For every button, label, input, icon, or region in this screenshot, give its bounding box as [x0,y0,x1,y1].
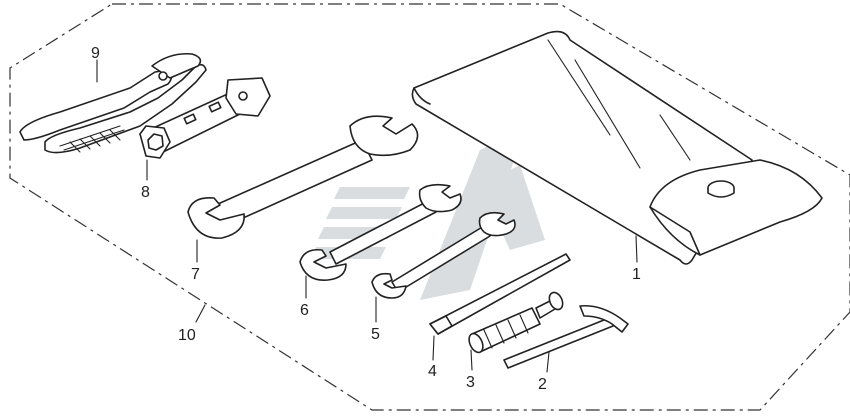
screwdriver-handle-drawing [468,291,564,354]
callout-9: 9 [91,45,100,62]
callout-10: 10 [178,327,196,344]
callout-3: 3 [466,374,475,391]
callout-5: 5 [371,326,380,343]
callout-2: 2 [538,376,547,393]
callout-7: 7 [191,266,200,283]
screwdriver-bit-drawing [429,253,571,335]
callout-labels: 1 2 3 4 5 6 7 8 9 10 [91,45,641,393]
callout-6: 6 [300,302,309,319]
callout-4: 4 [428,363,437,380]
callout-1: 1 [632,266,641,283]
tool-bag-drawing [411,30,823,265]
hex-key-drawing [503,304,629,369]
callout-8: 8 [141,184,150,201]
box-wrench-drawing [139,77,271,159]
medium-wrench-drawing [299,183,462,281]
large-wrench-drawing [187,115,419,239]
small-wrench-drawing [371,211,516,299]
kit-boundary-outline [9,3,850,411]
leader-lines [96,59,638,373]
pliers-drawing [19,52,207,154]
